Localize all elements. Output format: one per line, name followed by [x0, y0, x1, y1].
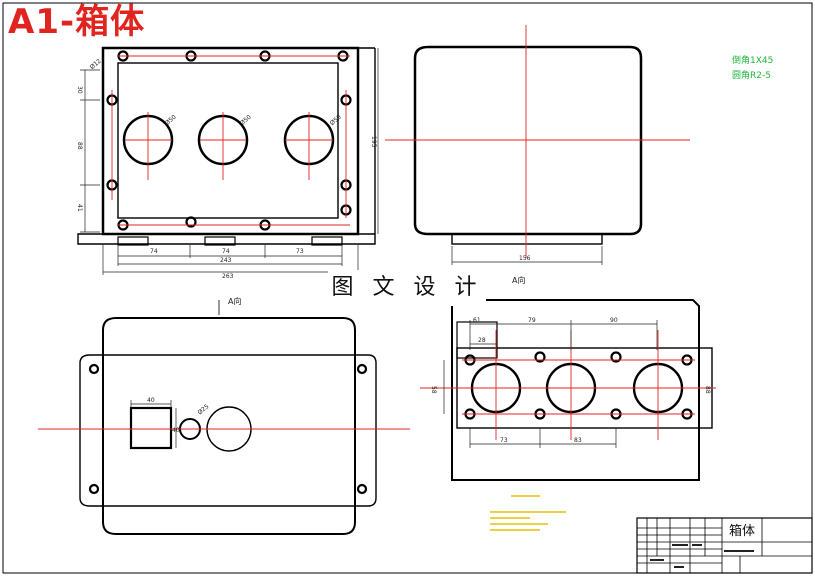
dim-front-height: 195: [370, 136, 377, 148]
dim-front-h3: 41: [76, 204, 83, 212]
bottom-left-dimensions: [130, 400, 177, 448]
view-label-a-right: A向: [512, 275, 525, 285]
dim-right-d3: 90: [610, 317, 618, 324]
dim-right-h1: 58: [430, 386, 437, 394]
front-view-dimensions: [80, 48, 379, 275]
dim-left-hole: Ø25: [197, 403, 211, 416]
dim-front-d3: 73: [296, 248, 304, 255]
dim-front-d1: 74: [150, 248, 158, 255]
front-view-centerlines: [111, 55, 350, 226]
dim-right-d2: 79: [528, 317, 536, 324]
dim-right-d6: 83: [574, 437, 582, 444]
bottom-left-view: [79, 300, 377, 535]
side-view-centerlines: [385, 25, 690, 258]
bottom-right-view: [451, 299, 713, 481]
front-view: [77, 46, 376, 246]
note-chamfer: 倒角1X45: [732, 54, 773, 66]
side-view: [413, 45, 643, 245]
dim-front-hole-3: Ø50: [329, 114, 343, 127]
dim-front-hole-1: Ø50: [164, 114, 178, 127]
dim-front-hole-2: Ø50: [239, 114, 253, 127]
dim-front-h1: 30: [76, 86, 83, 94]
dim-right-d5: 73: [500, 437, 508, 444]
title-block: [636, 517, 813, 574]
dim-right-d1: 61: [473, 317, 481, 324]
view-label-a-left: A向: [228, 296, 241, 306]
dim-front-overall-inner: 243: [220, 257, 232, 264]
bottom-right-centerlines: [420, 330, 716, 440]
title-block-fill: [650, 544, 754, 568]
title-block-name: 箱体: [728, 524, 755, 539]
dim-front-corner: Ø12: [89, 58, 103, 71]
note-fillet: 圆角R2-5: [732, 69, 771, 81]
dim-left-width: 40: [147, 397, 155, 404]
watermark: 图 文 设 计: [328, 270, 486, 306]
bottom-right-dimensions: [443, 320, 658, 448]
drawing-title: A1-箱体: [8, 2, 146, 42]
side-view-dimensions: [451, 246, 603, 265]
dim-front-d2: 74: [222, 248, 230, 255]
tech-notes-block: [490, 495, 566, 531]
dim-side-base: 156: [519, 255, 531, 262]
dim-front-overall: 263: [222, 273, 234, 280]
dim-right-d4: 28: [478, 337, 486, 344]
dim-left-height: 40: [172, 427, 180, 434]
dim-front-h2: 88: [76, 142, 83, 150]
dim-right-h2: 88: [704, 386, 711, 394]
